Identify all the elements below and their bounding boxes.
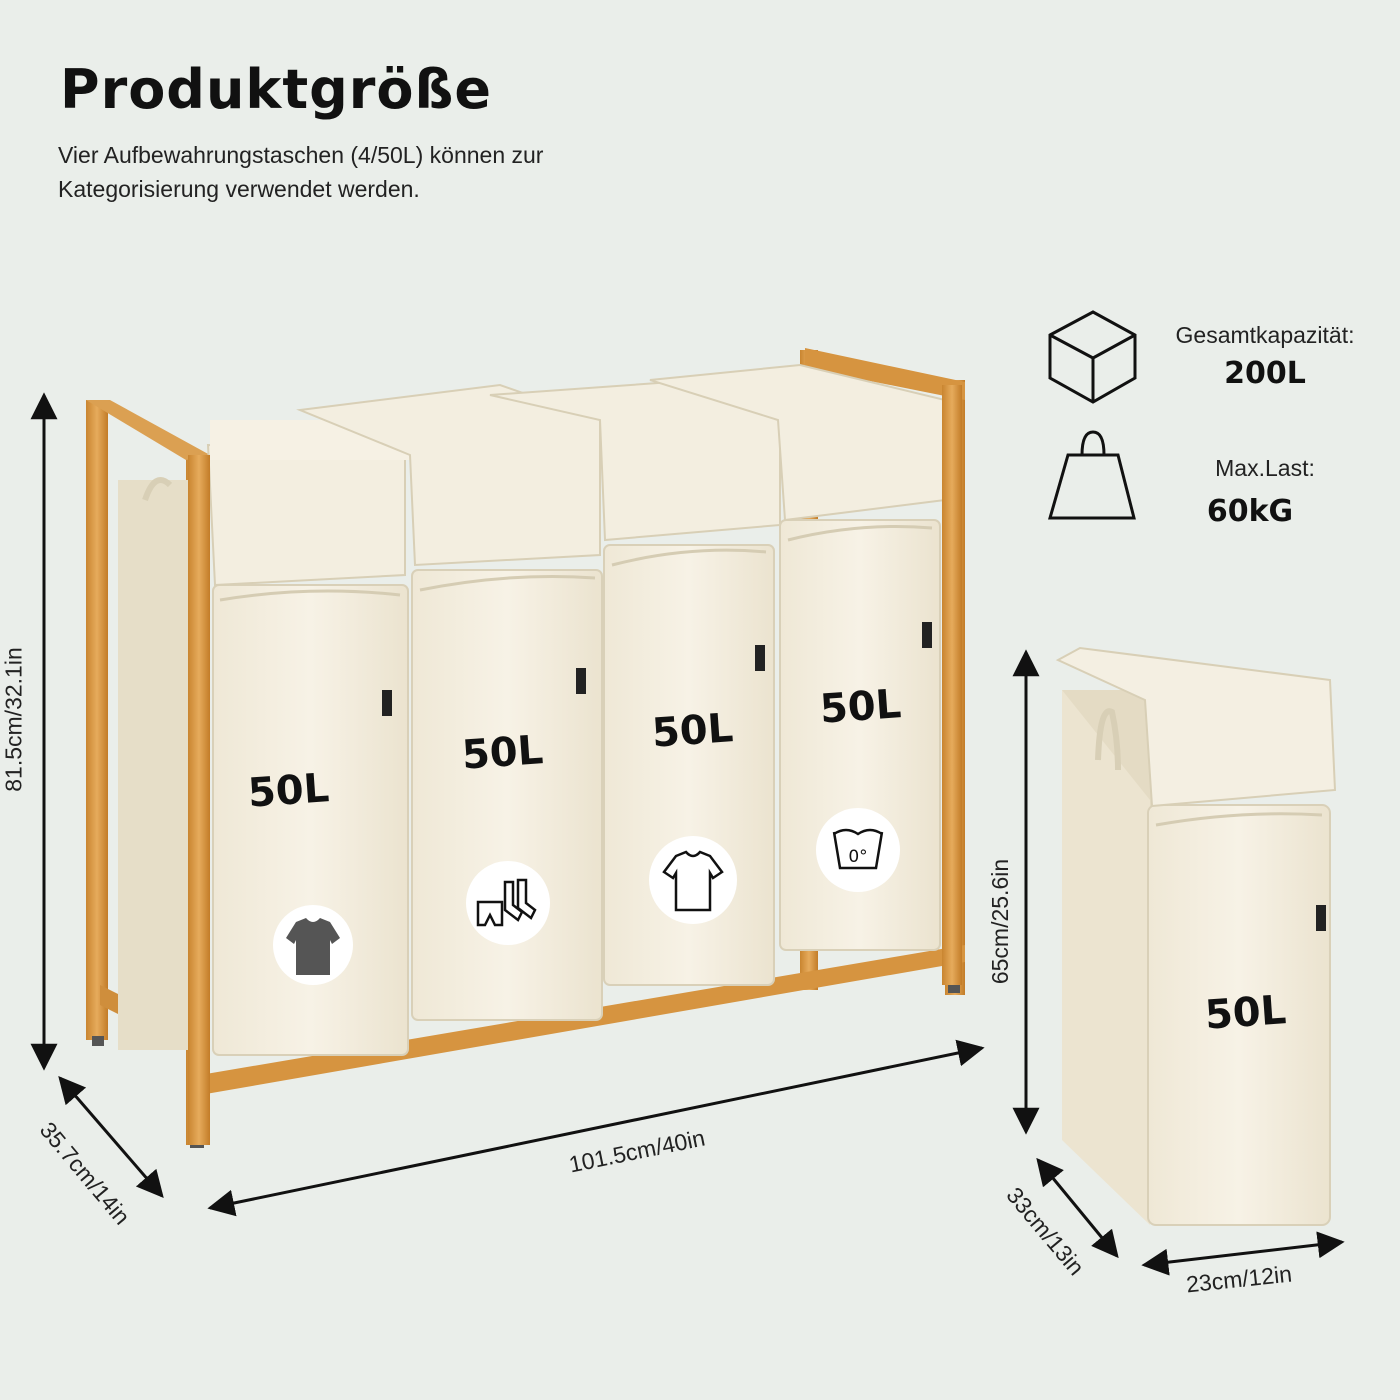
single-bag-volume: 50L (1203, 987, 1288, 1039)
underwear-socks-icon (466, 861, 550, 945)
weight-icon (1048, 430, 1136, 520)
bamboo-post (188, 455, 210, 1145)
bamboo-post (942, 385, 962, 985)
dimension-arrows (30, 392, 1345, 1276)
bag-1 (118, 420, 410, 1056)
load-label: Max.Last: (1215, 455, 1315, 481)
wash-0-degree-icon: 0° (816, 808, 900, 892)
bag-4-volume: 50L (818, 681, 903, 733)
tshirt-outline-icon (649, 836, 737, 924)
capacity-label: Gesamtkapazität: (1175, 322, 1355, 348)
tshirt-filled-icon (273, 905, 353, 985)
page-subtitle: Vier Aufbewahrungstaschen (4/50L) können… (58, 142, 544, 202)
capacity-value: 200L (1224, 356, 1306, 391)
svg-text:0°: 0° (848, 847, 867, 867)
bag-3-volume: 50L (650, 705, 735, 757)
dimension-height: 81.5cm/32.1in (0, 647, 27, 792)
dimension-bag-height: 65cm/25.6in (987, 858, 1014, 985)
single-bag (1055, 646, 1337, 1226)
load-value: 60kG (1206, 494, 1294, 529)
page-title: Produktgröße (60, 58, 492, 121)
bag-2-volume: 50L (460, 727, 545, 779)
bag-1-volume: 50L (246, 765, 331, 817)
box-icon (1048, 310, 1137, 404)
bag-2 (296, 383, 603, 1021)
